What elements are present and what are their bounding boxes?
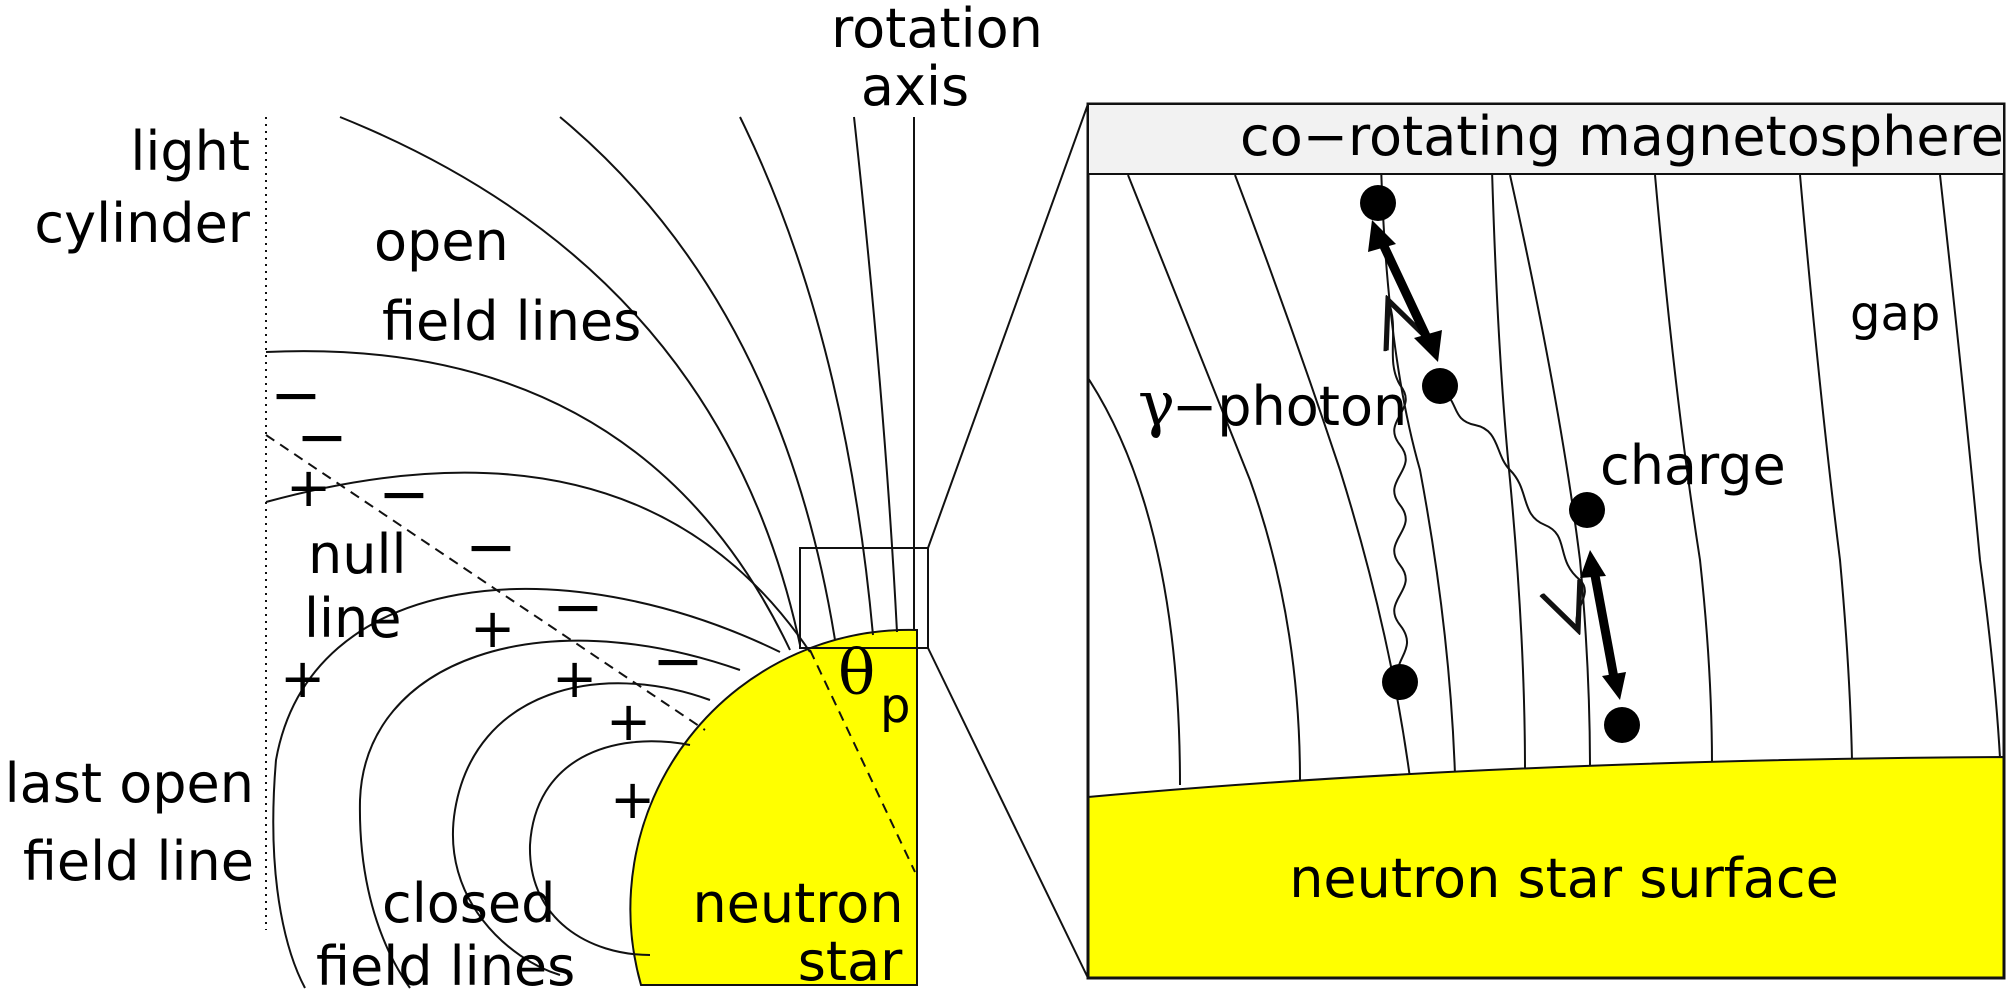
gap-label: gap (1850, 286, 1940, 342)
positive-charge-sign: + (470, 597, 515, 660)
negative-charge-sign: − (652, 624, 704, 697)
neutron-star-surface-label: neutron star surface (1289, 847, 1839, 910)
closed-field-line (528, 740, 691, 956)
light-cylinder-label: cylinder (34, 192, 250, 255)
charged-particle (1422, 368, 1458, 404)
inset-field-line (1088, 377, 1181, 786)
negative-charge-sign: − (296, 400, 348, 473)
inset-title-box (1087, 103, 2005, 175)
particle-motion-arrow (1368, 220, 1442, 362)
positive-charge-sign: + (606, 690, 651, 753)
charge-label: charge (1600, 434, 1786, 497)
open-field-line (265, 350, 791, 651)
closed-field-lines-label: closed (382, 872, 555, 935)
inset-field-line (1799, 174, 1853, 761)
open-field-line (559, 116, 836, 641)
last-open-field-line (265, 471, 811, 653)
inset-field-line (1939, 174, 2001, 759)
negative-charge-sign: − (552, 570, 604, 643)
inset-panel (1088, 104, 2004, 978)
polar-cap-angle-subscript: p (880, 678, 910, 734)
gamma-photon-path (1439, 389, 1586, 630)
open-field-lines-label: field lines (382, 290, 641, 353)
closed-field-line (358, 639, 741, 989)
last-open-field-line-label: last open (5, 752, 254, 815)
positive-charge-sign: + (286, 456, 331, 519)
rotation-axis-label: rotation (831, 0, 1043, 60)
inset-field-line (1509, 174, 1591, 769)
inset-title: co−rotating magnetosphere (1240, 105, 2004, 168)
gamma-symbol: γ (1138, 367, 1175, 440)
zoom-connector-top (927, 103, 1089, 549)
null-line-label: line (304, 587, 401, 650)
positive-charge-sign: + (552, 647, 597, 710)
negative-charge-sign: − (465, 510, 517, 583)
positive-charge-sign: + (280, 647, 325, 710)
light-cylinder-label: light (130, 120, 250, 183)
photon-label: −photon (1172, 375, 1407, 438)
open-field-line (339, 116, 801, 646)
neutron-star-surface (1088, 755, 2004, 978)
neutron-star-label: neutron (692, 872, 903, 935)
open-field-lines-label: open (374, 210, 509, 273)
particle-motion-arrow (1580, 550, 1626, 700)
polar-angle-line (809, 649, 916, 873)
negative-charge-sign: − (378, 457, 430, 530)
closed-field-line (272, 588, 781, 989)
charged-particle (1360, 185, 1396, 221)
gamma-photon-path (1388, 300, 1407, 681)
null-line-label: null (308, 523, 406, 586)
closed-field-line (452, 682, 711, 976)
charged-particle (1382, 664, 1418, 700)
last-open-field-line-label: field line (23, 830, 254, 893)
inset-field-line (1489, 104, 1526, 771)
zoom-region-box (799, 547, 929, 649)
inset-field-line (1379, 104, 1456, 776)
open-field-line (853, 116, 898, 633)
neutron-star-label: star (798, 930, 903, 993)
positive-charge-sign: + (610, 768, 655, 831)
inset-field-line (1127, 174, 1301, 781)
negative-charge-sign: − (270, 358, 322, 431)
inset-field-line (1654, 174, 1713, 766)
closed-field-lines-label: field lines (316, 935, 575, 994)
charged-particle (1604, 707, 1640, 743)
zoom-connector-bottom (927, 647, 1089, 979)
rotation-axis-label: axis (861, 55, 969, 118)
polar-cap-angle-symbol: θ (838, 636, 875, 709)
open-field-line (739, 116, 874, 636)
charged-particle (1569, 492, 1605, 528)
